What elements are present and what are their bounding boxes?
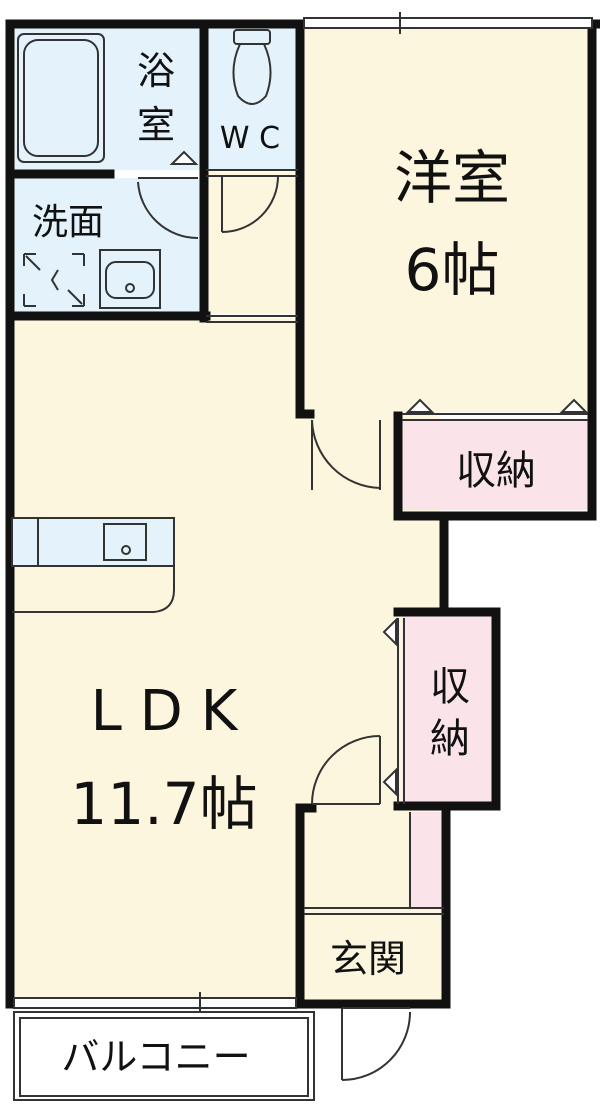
bath-label: 浴 — [137, 49, 175, 93]
window-icon — [13, 992, 297, 1014]
washing-machine-icon — [23, 253, 85, 307]
thin-partitions — [206, 169, 588, 915]
bathtub-icon — [17, 33, 105, 163]
ldk-upper-right-floor — [298, 412, 398, 512]
washroom-label: 洗面 — [32, 202, 104, 243]
shoe-closet-floor — [410, 812, 442, 908]
western-room-size: 6帖 — [405, 236, 500, 304]
wc-floor — [206, 28, 296, 170]
ldk-label: L D K — [91, 679, 239, 744]
door-swing-icon — [137, 150, 589, 1081]
bath-floor — [12, 28, 202, 170]
entrance-label: 玄関 — [330, 937, 406, 981]
closet-side-label: 納 — [430, 716, 470, 762]
western-room-label: 洋室 — [394, 144, 510, 212]
balcony-outline — [13, 1011, 315, 1101]
window-icon — [303, 12, 593, 34]
balcony-label: バルコニー — [61, 1035, 250, 1079]
bath-label: 室 — [137, 103, 175, 147]
sink-icon — [99, 249, 161, 309]
toilet-icon — [232, 29, 272, 105]
closet-side-floor — [402, 614, 494, 804]
closet-side-label: 収 — [430, 664, 470, 710]
closet-upper-floor — [402, 420, 588, 510]
wc-label: W C — [220, 121, 280, 156]
ldk-size: 11.7帖 — [70, 770, 257, 838]
kitchen-sink-icon — [11, 517, 175, 613]
closet-upper-label: 収納 — [456, 448, 536, 494]
hall-floor — [206, 172, 298, 314]
